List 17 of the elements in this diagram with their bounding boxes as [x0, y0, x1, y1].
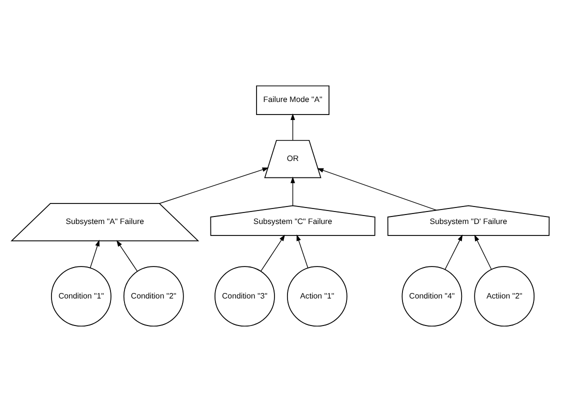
arrow	[90, 239, 100, 268]
node-circle: Actiion "2"	[474, 266, 535, 326]
node-circle: Condition "3"	[214, 266, 275, 326]
node-circle: Condition "1"	[51, 266, 112, 326]
arrow	[444, 234, 463, 270]
arrow	[290, 113, 296, 140]
node-circle: Action "1"	[286, 266, 348, 326]
arrow	[296, 234, 308, 268]
node-box: Failure Mode "A"	[256, 84, 330, 114]
arrow	[116, 240, 138, 272]
arrow	[474, 234, 492, 270]
arrow	[317, 168, 437, 210]
node-circle: Condition "2"	[123, 266, 184, 326]
arrow	[290, 176, 296, 206]
arrow	[260, 234, 286, 272]
node-circle: Condition "4"	[402, 266, 462, 326]
arrow	[159, 166, 269, 204]
